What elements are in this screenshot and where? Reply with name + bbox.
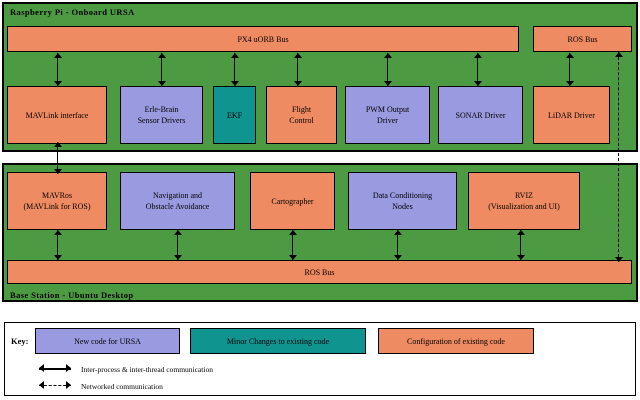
node-mavros: MAVRos (MAVLink for ROS) [7,172,107,230]
node-pwm-line2: Driver [377,116,398,125]
px4-uorb-bus-label: PX4 uORB Bus [237,34,289,44]
node-lidar-driver: LiDAR Driver [533,86,610,144]
node-rviz: RVIZ (Visualization and UI) [468,172,580,230]
node-pwm-output-driver: PWM Output Driver [345,86,430,144]
onboard-panel-title: Raspberry Pi - Onboard URSA [10,7,135,17]
node-ekf-label: EKF [226,110,243,120]
node-mavlink-interface: MAVLink interface [7,86,107,144]
onboard-ros-bus-label: ROS Bus [567,34,598,44]
node-erle-brain-sensor-drivers: Erle-Brain Sensor Drivers [120,86,203,144]
legend-swatch-minor-changes-label: Minor Changes to existing code [226,336,330,346]
basestation-ros-bus-label: ROS Bus [304,267,335,277]
node-navigation-obstacle-avoidance: Navigation and Obstacle Avoidance [120,172,235,230]
node-rviz-line1: RVIZ [514,191,534,200]
node-flight-control-line1: Flight [291,105,312,114]
node-navigation-line2: Obstacle Avoidance [145,202,210,211]
basestation-ros-bus: ROS Bus [7,260,632,284]
node-flight-control-line2: Control [289,116,314,125]
node-mavros-line2: (MAVLink for ROS) [23,202,91,211]
node-mavlink-interface-line1: MAVLink interface [25,110,89,120]
legend-swatch-minor-changes: Minor Changes to existing code [190,328,366,354]
node-data-conditioning-nodes: Data Conditioning Nodes [348,172,457,230]
node-cartographer-label: Cartographer [271,196,314,206]
node-erle-brain-line1: Erle-Brain [144,105,179,114]
node-ekf: EKF [213,86,256,144]
node-mavros-line1: MAVRos [41,191,73,200]
legend-line-solid-label: Inter-process & inter-thread communicati… [81,365,213,374]
px4-uorb-bus: PX4 uORB Bus [7,26,519,52]
node-pwm-line1: PWM Output [365,105,410,114]
legend-key-label: Key: [11,336,29,346]
node-rviz-line2: (Visualization and UI) [488,202,560,211]
legend-swatch-new-code: New code for URSA [35,328,180,354]
node-data-conditioning-line1: Data Conditioning [372,191,433,200]
legend-arrow-dashed-icon [39,381,71,390]
node-erle-brain-line2: Sensor Drivers [137,116,186,125]
node-sonar-label: SONAR Driver [455,110,506,120]
node-lidar-label: LiDAR Driver [548,110,595,120]
node-cartographer: Cartographer [250,172,335,230]
legend-arrow-solid-icon [39,364,71,373]
node-flight-control: Flight Control [266,86,337,144]
legend-swatch-configuration-label: Configuration of existing code [407,336,505,346]
legend-line-dashed-label: Networked communication [81,382,163,391]
node-navigation-line1: Navigation and [152,191,203,200]
basestation-panel-title: Base Station - Ubuntu Desktop [10,290,134,300]
legend-swatch-configuration: Configuration of existing code [378,328,534,354]
node-sonar-driver: SONAR Driver [438,86,523,144]
legend-swatch-new-code-label: New code for URSA [74,336,141,346]
onboard-ros-bus: ROS Bus [533,26,632,52]
node-data-conditioning-line2: Nodes [392,202,413,211]
